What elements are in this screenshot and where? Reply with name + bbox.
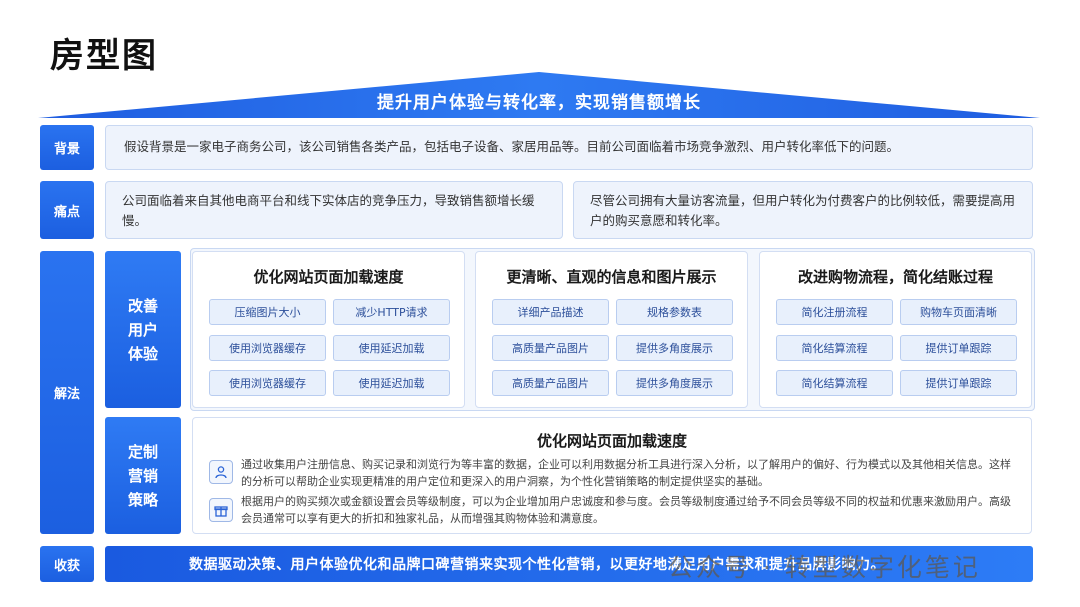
row-label-background: 背景 (40, 125, 94, 170)
users-icon (209, 460, 233, 484)
ux-chip: 提供订单跟踪 (900, 370, 1017, 396)
ux-chip: 简化注册流程 (776, 299, 893, 325)
ux-chip: 高质量产品图片 (492, 370, 609, 396)
ux-chip: 提供订单跟踪 (900, 335, 1017, 361)
ux-chip: 简化结算流程 (776, 370, 893, 396)
pain-panel-left: 公司面临着来自其他电商平台和线下实体店的竞争压力，导致销售额增长缓慢。 (105, 181, 563, 239)
background-panel: 假设背景是一家电子商务公司，该公司销售各类产品，包括电子设备、家居用品等。目前公… (105, 125, 1033, 170)
gift-icon (209, 498, 233, 522)
marketing-line-2: 根据用户的购买频次或金额设置会员等级制度，可以为企业增加用户忠诚度和参与度。会员… (241, 495, 1011, 525)
pain-left-text: 公司面临着来自其他电商平台和线下实体店的竞争压力，导致销售额增长缓慢。 (122, 193, 535, 228)
page-title: 房型图 (50, 36, 158, 76)
ux-chip: 购物车页面清晰 (900, 299, 1017, 325)
row-label-pain: 痛点 (40, 181, 94, 239)
harvest-banner: 数据驱动决策、用户体验优化和品牌口碑营销来实现个性化营销，以更好地满足用户需求和… (105, 546, 1033, 582)
harvest-text: 数据驱动决策、用户体验优化和品牌口碑营销来实现个性化营销，以更好地满足用户需求和… (189, 557, 885, 573)
pain-right-text: 尽管公司拥有大量访客流量，但用户转化为付费客户的比例较低，需要提高用户的购买意愿… (590, 193, 1016, 228)
background-text: 假设背景是一家电子商务公司，该公司销售各类产品，包括电子设备、家居用品等。目前公… (124, 139, 900, 154)
sub-label-ux: 改善用户体验 (105, 251, 181, 408)
ux-chip: 使用浏览器缓存 (209, 335, 326, 361)
marketing-line-1: 通过收集用户注册信息、购买记录和浏览行为等丰富的数据，企业可以利用数据分析工具进… (241, 458, 1011, 488)
sub-label-marketing: 定制营销策略 (105, 417, 181, 534)
ux-chip: 提供多角度展示 (616, 335, 733, 361)
ux-chip: 减少HTTP请求 (333, 299, 450, 325)
ux-chip: 压缩图片大小 (209, 299, 326, 325)
roof-banner (38, 72, 1040, 118)
ux-chip: 使用浏览器缓存 (209, 370, 326, 396)
ux-card-title: 更清晰、直观的信息和图片展示 (506, 268, 717, 286)
ux-chip: 提供多角度展示 (616, 370, 733, 396)
row-label-harvest: 收获 (40, 546, 94, 582)
ux-card-3: 改进购物流程，简化结账过程 简化注册流程 购物车页面清晰 简化结算流程 提供订单… (759, 251, 1032, 408)
ux-card-1: 优化网站页面加载速度 压缩图片大小 减少HTTP请求 使用浏览器缓存 使用延迟加… (192, 251, 465, 408)
ux-card-2: 更清晰、直观的信息和图片展示 详细产品描述 规格参数表 高质量产品图片 提供多角… (475, 251, 748, 408)
watermark: 公众号 · 转型数字化笔记 (668, 553, 981, 582)
marketing-panel: 优化网站页面加载速度 通过收集用户注册信息、购买记录和浏览行为等丰富的数据，企业… (192, 417, 1032, 534)
marketing-title: 优化网站页面加载速度 (536, 432, 687, 450)
roof-goal-text: 提升用户体验与转化率，实现销售额增长 (377, 93, 701, 113)
ux-chip: 详细产品描述 (492, 299, 609, 325)
ux-chip: 高质量产品图片 (492, 335, 609, 361)
ux-card-title: 优化网站页面加载速度 (253, 268, 404, 286)
row-label-solution: 解法 (40, 251, 94, 534)
ux-card-title: 改进购物流程，简化结账过程 (797, 268, 993, 286)
pain-panel-right: 尽管公司拥有大量访客流量，但用户转化为付费客户的比例较低，需要提高用户的购买意愿… (573, 181, 1033, 239)
ux-chip: 使用延迟加载 (333, 370, 450, 396)
ux-chip: 简化结算流程 (776, 335, 893, 361)
ux-chip: 使用延迟加载 (333, 335, 450, 361)
ux-chip: 规格参数表 (616, 299, 733, 325)
